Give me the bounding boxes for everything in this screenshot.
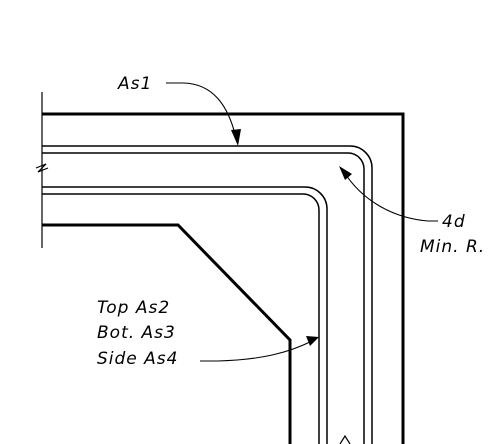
min-radius-leader-line — [343, 171, 438, 222]
label-as1: As1 — [117, 74, 152, 94]
top-rebar-outer-line — [42, 145, 373, 444]
label-side-as4: Side As4 — [97, 349, 178, 369]
top-rebar-as1 — [42, 145, 373, 444]
bottom-break-symbol — [339, 434, 351, 444]
concrete-outline — [35, 92, 405, 444]
side-bar-leader — [200, 336, 319, 362]
outer-concrete-edge — [42, 112, 405, 444]
top-rebar-inner-line — [42, 152, 365, 444]
label-bot-as3: Bot. As3 — [97, 323, 176, 343]
inner-rebar-outer-line — [42, 186, 328, 444]
min-radius-arrowhead — [339, 166, 352, 180]
side-bar-arrowhead — [306, 336, 319, 346]
label-min-radius-text: Min. R. — [420, 237, 485, 257]
as1-leader — [166, 82, 241, 146]
side-bar-leader-line — [200, 340, 313, 362]
as1-leader-line — [166, 82, 237, 139]
inner-rebar-inner-line — [42, 193, 320, 444]
min-radius-leader — [339, 166, 438, 222]
label-min-radius-4d: 4d — [442, 212, 466, 232]
inner-rebar-as2-as3-as4 — [42, 186, 328, 444]
label-top-as2: Top As2 — [97, 298, 170, 318]
inner-concrete-edge — [42, 223, 292, 444]
as1-arrowhead — [231, 129, 241, 146]
break-symbol — [35, 163, 49, 173]
